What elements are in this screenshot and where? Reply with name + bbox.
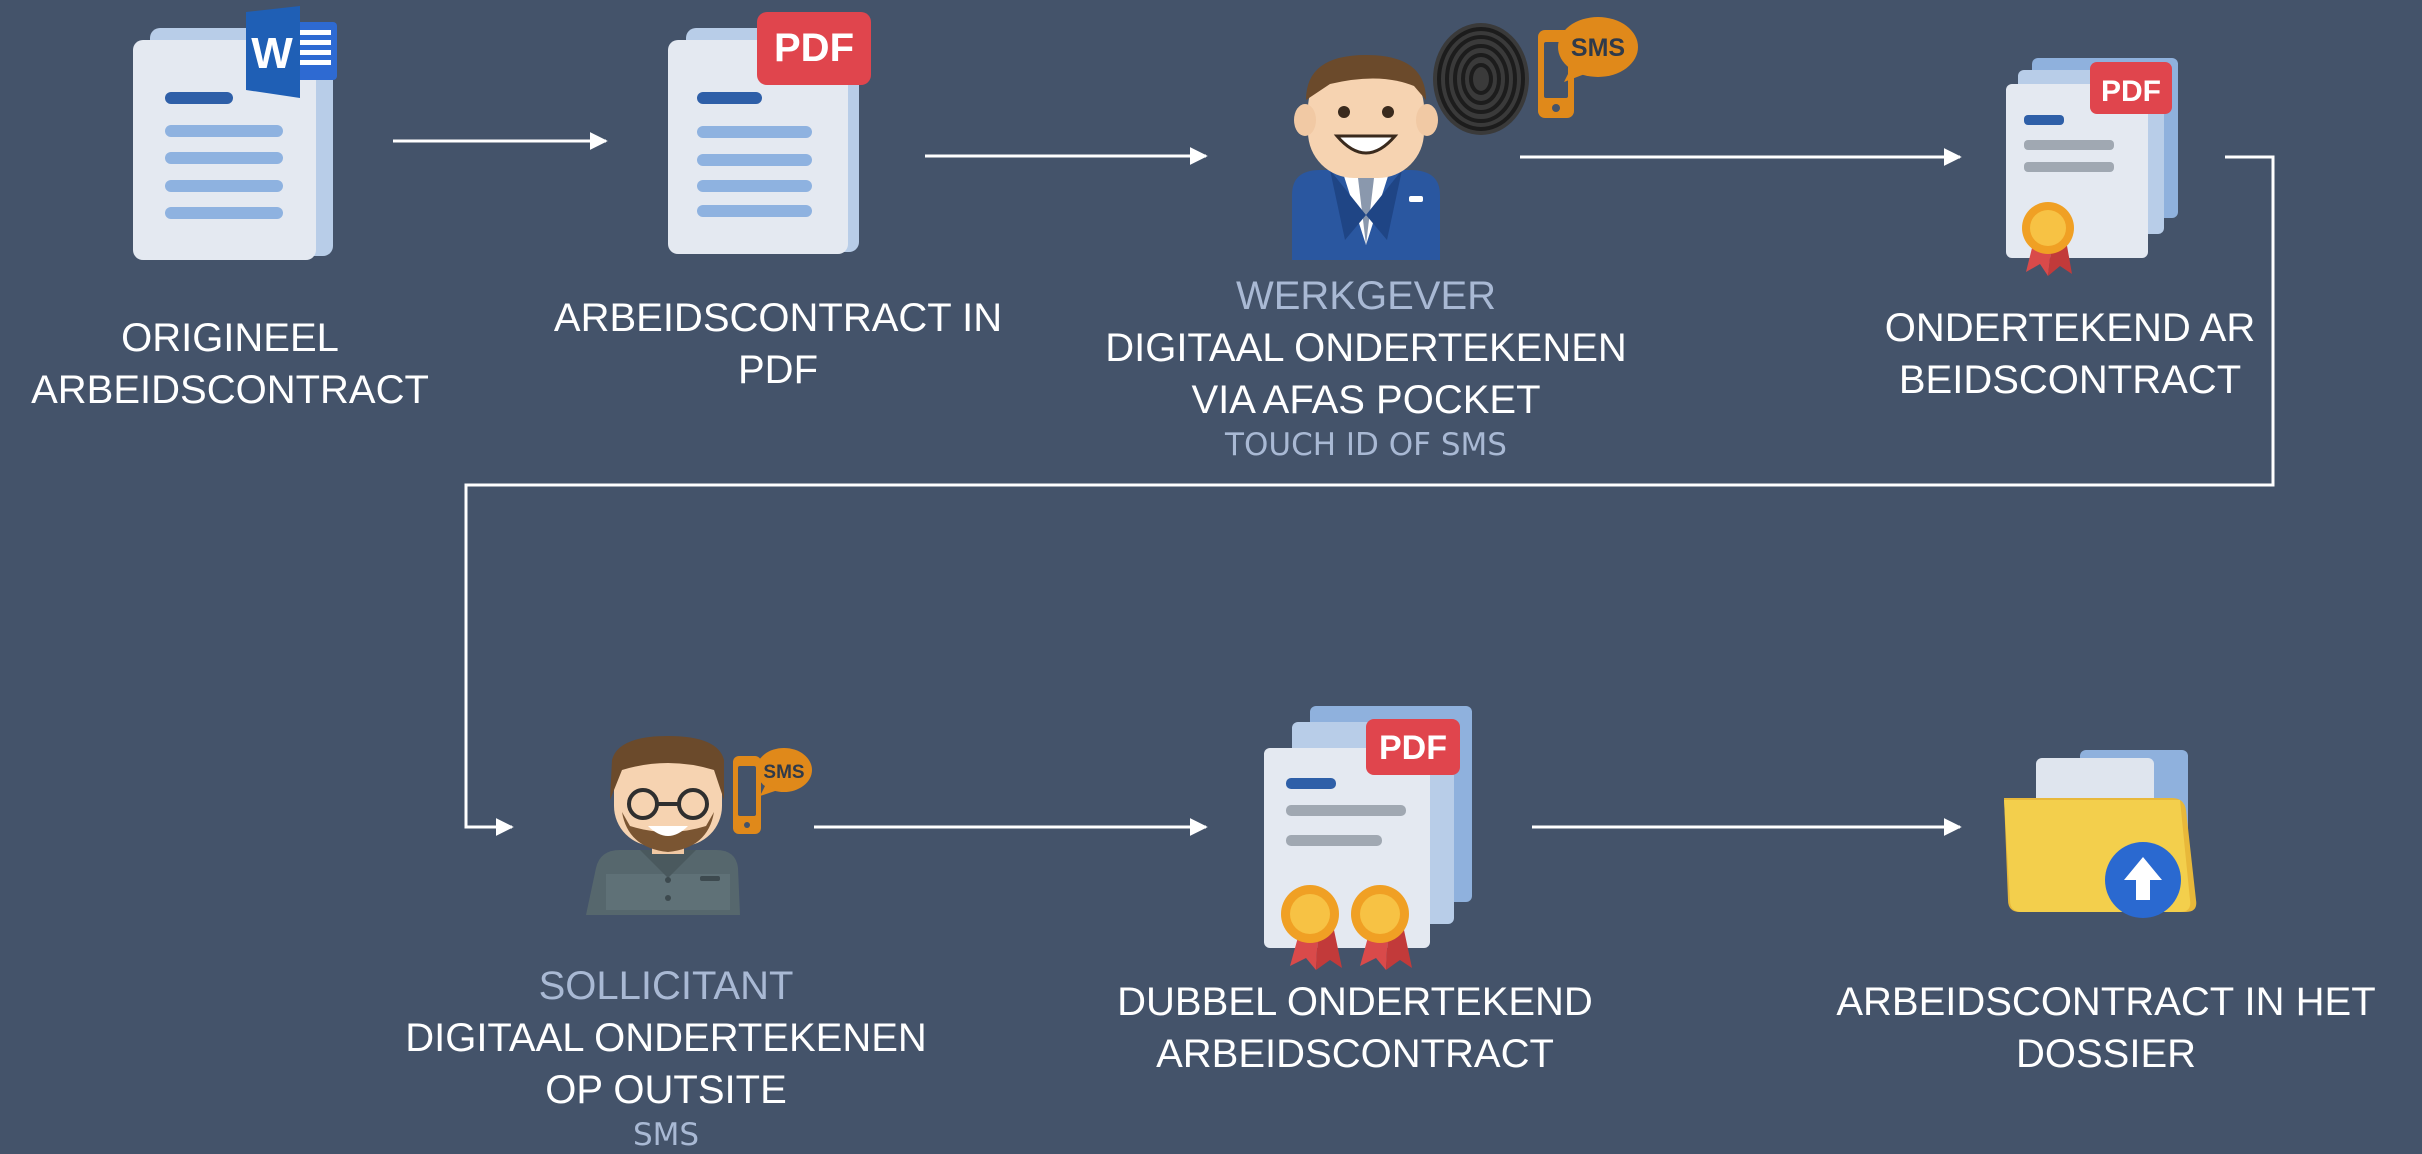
word-document-icon: W [133,6,337,260]
step-sollicitant-subtitle: SMS [632,1117,700,1153]
certificate-pdf-badge-text: PDF [2101,75,2161,108]
double-certificate-pdf-badge-text: PDF [1379,729,1447,767]
step-sollicitant-title: DIGITAAL ONDERTEKENEN OP OUTSITE [405,1016,927,1112]
step-ondertekend-label: ONDERTEKEND ARBEIDSCONTRACT [1880,302,2260,406]
word-badge-text: W [251,29,293,78]
step-sollicitant-role: SOLLICITANT [538,964,794,1008]
step-dossier-label: ARBEIDSCONTRACT IN HET DOSSIER [1800,976,2412,1080]
step-werkgever-role: WERKGEVER [1235,274,1497,318]
certificate-pdf-icon: PDF [2006,58,2178,276]
step-origineel-title: ORIGINEEL ARBEIDSCONTRACT [31,316,429,412]
applicant-icon [586,736,740,915]
step-werkgever-title: DIGITAAL ONDERTEKENEN VIA AFAS POCKET [1105,326,1627,422]
pdf-badge-text: PDF [774,26,854,70]
fingerprint-icon [1433,23,1529,135]
sms-badge-text: SMS [1571,34,1625,62]
double-certificate-pdf-icon: PDF [1264,706,1472,970]
folder-upload-icon [2004,750,2197,918]
connectors [393,132,2275,836]
sms-phone-icon: SMS [1538,17,1638,118]
sms-phone-icon-applicant: SMS [733,748,812,834]
step-dubbel-title: DUBBEL ONDERTEKEND ARBEIDSCONTRACT [1117,980,1593,1076]
step-pdf-title: ARBEIDSCONTRACT IN PDF [553,296,1003,392]
arrow-ondertekend-to-sollicitant [464,155,2275,836]
businessman-icon [1292,55,1440,260]
step-origineel-label: ORIGINEEL ARBEIDSCONTRACT [10,312,450,416]
step-werkgever-label: WERKGEVER DIGITAAL ONDERTEKENEN VIA AFAS… [1066,270,1666,464]
step-ondertekend-title: ONDERTEKEND ARBEIDSCONTRACT [1884,306,2256,402]
step-sollicitant-label: SOLLICITANT DIGITAAL ONDERTEKENEN OP OUT… [366,960,966,1154]
step-dubbel-label: DUBBEL ONDERTEKEND ARBEIDSCONTRACT [1080,976,1630,1080]
sms-badge-text-applicant: SMS [763,762,804,783]
step-pdf-label: ARBEIDSCONTRACT IN PDF [532,292,1024,396]
step-dossier-title: ARBEIDSCONTRACT IN HET DOSSIER [1836,980,2376,1076]
pdf-document-icon: PDF [668,12,871,254]
step-werkgever-subtitle: TOUCH ID OF SMS [1225,427,1507,463]
